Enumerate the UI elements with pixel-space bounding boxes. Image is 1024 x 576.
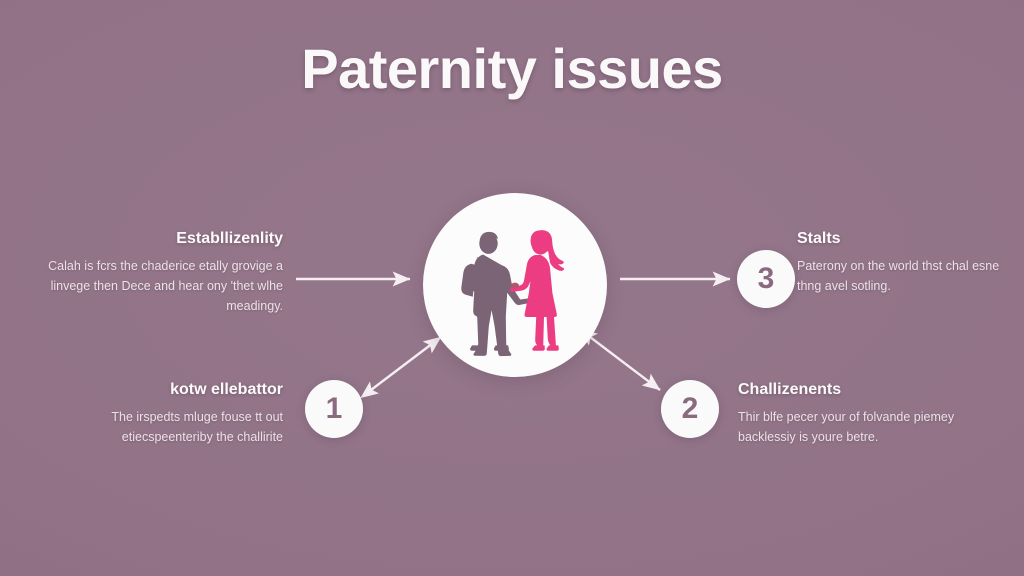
- central-hub-circle: [423, 193, 607, 377]
- step-badge-2[interactable]: 2: [661, 380, 719, 438]
- text-block-challizenents: Challizenents Thir blfe pecer your of fo…: [738, 381, 963, 448]
- text-block-establish-body: Calah is fcrs the chaderice etally grovi…: [48, 259, 283, 313]
- text-block-challizenents-body: Thir blfe pecer your of folvande piemey …: [738, 410, 955, 444]
- joined-hands: [511, 282, 519, 289]
- page-title: Paternity issues: [301, 37, 723, 100]
- man-silhouette-with-backpack: [461, 231, 531, 357]
- step-badge-3[interactable]: 3: [737, 250, 795, 308]
- woman-silhouette: [510, 230, 565, 351]
- text-block-challizenents-heading: Challizenents: [738, 381, 842, 398]
- text-block-know-body: The irspedts mluge fouse tt out etiecspe…: [111, 410, 283, 444]
- step-badge-1[interactable]: 1: [305, 380, 363, 438]
- couple-holding-hands-silhouette: [461, 230, 565, 357]
- text-block-establish: Establlizenlity Calah is fcrs the chader…: [28, 230, 283, 316]
- text-block-know-heading: kotw ellebattor: [170, 381, 283, 398]
- text-block-stalts: Stalts Paterony on the world thst chal e…: [797, 230, 1007, 297]
- text-block-establish-heading: Establlizenlity: [176, 230, 283, 247]
- text-block-stalts-heading: Stalts: [797, 230, 841, 247]
- text-block-know: kotw ellebattor The irspedts mluge fouse…: [28, 381, 283, 448]
- text-block-stalts-body: Paterony on the world thst chal esne thn…: [797, 259, 1000, 293]
